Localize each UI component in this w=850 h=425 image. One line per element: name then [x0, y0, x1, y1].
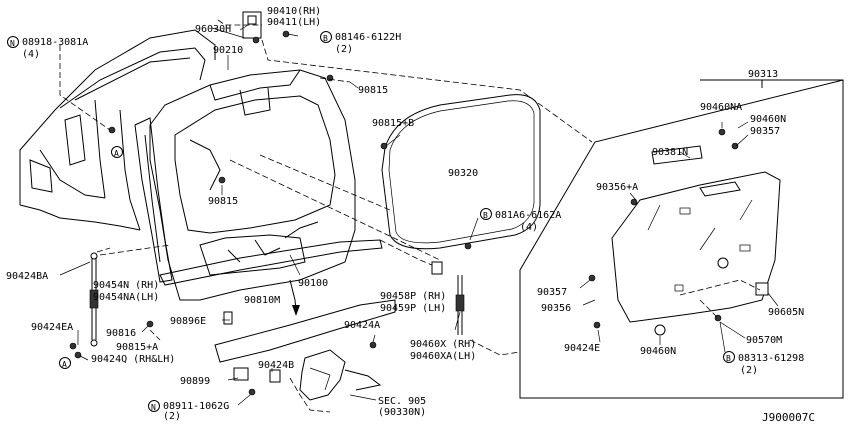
label-90411: 90411(LH): [267, 17, 321, 28]
tailgate-garnish: [159, 239, 396, 363]
part-labels: 90410(RH) 90411(LH) 96030H 08918-3081A (…: [6, 6, 815, 424]
label-sec905-part: (90330N): [378, 407, 426, 418]
label-90459p: 90459P (LH): [380, 303, 446, 314]
label-90410: 90410(RH): [267, 6, 321, 17]
label-90570m: 90570M: [746, 335, 782, 346]
label-90460x: 90460X (RH): [410, 339, 476, 350]
label-081a6: 081A6-6162A: [495, 210, 561, 221]
symbol-b: B: [726, 354, 731, 363]
label-08146: 08146-6122H: [335, 32, 401, 43]
label-90424b: 90424B: [258, 360, 294, 371]
label-90816: 90816: [106, 328, 136, 339]
label-90815: 90815: [208, 196, 238, 207]
label-leaders: [59, 24, 779, 406]
label-08146-qty: (2): [335, 44, 353, 55]
tailgate-panel: [134, 69, 356, 301]
symbol-n: N: [151, 403, 156, 412]
label-90424ba: 90424BA: [6, 271, 48, 282]
label-90357: 90357: [537, 287, 567, 298]
vehicle-body-outline: [19, 29, 216, 231]
label-90815-a: 90815+A: [116, 342, 158, 353]
label-90460xa: 90460XA(LH): [410, 351, 476, 362]
symbol-a: A: [62, 360, 67, 369]
rear-glass: [611, 145, 781, 323]
label-08918-qty: (4): [22, 49, 40, 60]
label-90356: 90356: [541, 303, 571, 314]
label-08313: 08313-61298: [738, 353, 804, 364]
symbol-b: B: [483, 211, 488, 220]
label-90313: 90313: [748, 69, 778, 80]
label-90424ea: 90424EA: [31, 322, 73, 333]
label-90815: 90815: [358, 85, 388, 96]
label-90896e: 90896E: [170, 316, 206, 327]
label-90356-a: 90356+A: [596, 182, 638, 193]
diagram-code: J900007C: [762, 411, 815, 424]
label-90460n: 90460N: [750, 114, 786, 125]
label-90210: 90210: [213, 45, 243, 56]
label-90424q: 90424Q (RH&LH): [91, 354, 175, 365]
leader-lines: [59, 19, 761, 356]
prefix-symbols: N B B B N A A: [7, 31, 735, 412]
label-90424e: 90424E: [564, 343, 600, 354]
label-90460na: 90460NA: [700, 102, 742, 113]
label-90320: 90320: [448, 168, 478, 179]
label-90460n: 90460N: [640, 346, 676, 357]
glass-subassembly-frame: [519, 79, 844, 399]
label-90810m: 90810M: [244, 295, 280, 306]
symbol-b: B: [323, 34, 328, 43]
label-08911-qty: (2): [163, 411, 181, 422]
label-sec905: SEC. 905: [378, 396, 426, 407]
tailgate-latch: [289, 349, 382, 413]
label-90424a: 90424A: [344, 320, 380, 331]
label-08918: 08918-3081A: [22, 37, 88, 48]
glass-weatherstrip: [381, 94, 541, 250]
label-90357: 90357: [750, 126, 780, 137]
label-90899: 90899: [180, 376, 210, 387]
label-081a6-qty: (4): [520, 222, 538, 233]
label-08313-qty: (2): [740, 365, 758, 376]
gas-struts: [89, 252, 465, 347]
label-90605n: 90605N: [768, 307, 804, 318]
label-90454n: 90454N (RH): [93, 280, 159, 291]
label-96030h: 96030H: [195, 24, 231, 35]
label-90815-b: 90815+B: [372, 118, 414, 129]
label-90458p: 90458P (RH): [380, 291, 446, 302]
symbol-n: N: [10, 39, 15, 48]
label-90381n: 90381N: [652, 147, 688, 158]
label-90454na: 90454NA(LH): [93, 292, 159, 303]
label-90100: 90100: [298, 278, 328, 289]
symbol-a: A: [114, 149, 119, 158]
label-08911: 08911-1062G: [163, 401, 229, 412]
small-parts: [69, 11, 769, 396]
